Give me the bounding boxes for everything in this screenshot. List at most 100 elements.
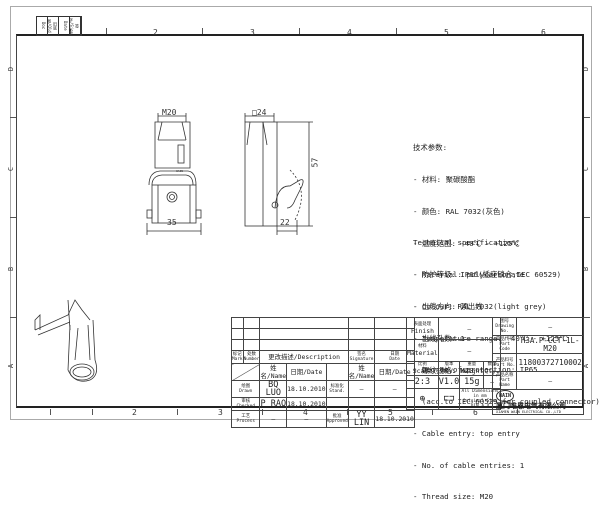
zone-label-top-6: 6 bbox=[541, 28, 546, 37]
weight-value: 15g bbox=[459, 375, 485, 389]
spec-cn-line: - 防护等级: IP65(插座锁合,IEC 60529) bbox=[413, 270, 562, 280]
spec-en-line: - Material: polycarbonate bbox=[413, 269, 525, 279]
spec-cn-line: - 温度范围: -40℃ - +125℃ bbox=[413, 238, 520, 248]
zone-label-bottom-2: 2 bbox=[132, 408, 137, 417]
dimension-22: 22 bbox=[280, 218, 290, 227]
part-name-value: – bbox=[516, 371, 584, 390]
zone-tick bbox=[50, 409, 51, 415]
drawn-date: 18.10.2010 bbox=[286, 380, 327, 398]
process-name: – bbox=[259, 410, 288, 428]
zone-tick bbox=[432, 409, 433, 415]
zone-label-right-c: C bbox=[582, 166, 591, 172]
process-date: – bbox=[286, 410, 327, 428]
zone-tick bbox=[10, 317, 16, 318]
checked-date: 18.10.2010 bbox=[286, 397, 327, 411]
spec-cn-title: 技术参数: bbox=[413, 143, 448, 153]
approved-date: 18.10.2010 bbox=[374, 410, 415, 428]
zone-label-left-d: D bbox=[7, 66, 16, 72]
projection-symbol-icon: ⊕ bbox=[406, 388, 439, 410]
revision-box: 旧底图/Old Doc 签字/Sign Date bbox=[36, 16, 82, 36]
checked-name: P RAO bbox=[259, 397, 288, 411]
zone-tick bbox=[177, 409, 178, 415]
company-name-cn: 厦门唯恩电气有限公司 bbox=[496, 402, 566, 410]
spec-en-title: Technical specification: bbox=[413, 238, 520, 248]
zone-label-top-2: 2 bbox=[153, 28, 158, 37]
company-logo: WAIN bbox=[496, 390, 515, 402]
zone-label-left-b: B bbox=[7, 266, 16, 272]
spec-en-line: - No. of cable entries: 1 bbox=[413, 460, 525, 470]
finish-value: – bbox=[437, 317, 501, 340]
projection-cone-icon: ⊏⊐ bbox=[437, 388, 461, 410]
drawing-no-value: – bbox=[516, 317, 584, 336]
description-header: 更改描述/Description bbox=[259, 350, 349, 364]
spec-cn-line: - 材料: 聚碳酸酯 bbox=[413, 174, 476, 184]
zone-label-top-4: 4 bbox=[347, 28, 352, 37]
spec-cn-line: - 出线方向: 顶出线 bbox=[413, 302, 483, 312]
dimension-square-24: □24 bbox=[252, 108, 267, 117]
old-doc-label: 旧底图/Old Doc bbox=[41, 17, 59, 35]
drawn-name: BQ LUO bbox=[259, 380, 288, 398]
zone-label-bottom-3: 3 bbox=[218, 408, 223, 417]
revision-box-blank-2 bbox=[59, 17, 70, 35]
dimension-35: 35 bbox=[167, 218, 177, 227]
zone-label-bottom-6: 6 bbox=[473, 408, 478, 417]
spec-en-line: - Thread size: M20 bbox=[413, 492, 494, 502]
approved-name: YY LIN bbox=[347, 410, 376, 428]
zone-tick bbox=[396, 28, 397, 34]
side-view-drawing bbox=[244, 113, 313, 235]
zone-tick bbox=[584, 217, 590, 218]
zone-tick bbox=[106, 28, 107, 34]
zone-tick bbox=[10, 217, 16, 218]
zone-label-top-5: 5 bbox=[444, 28, 449, 37]
spec-en-line: - Colour: RAL 7032(light grey) bbox=[413, 301, 547, 311]
name-header-3: 姓名/Name bbox=[347, 363, 376, 381]
zone-tick bbox=[584, 317, 590, 318]
date-header-2: 日期/Date bbox=[286, 363, 327, 381]
zone-tick bbox=[202, 28, 203, 34]
dimension-57: 57 bbox=[310, 157, 320, 168]
spec-cn-line: - 颜色: RAL 7032(灰色) bbox=[413, 206, 505, 216]
company-cell: WAIN 厦门唯恩电气有限公司 XIAMEN WAIN ELECTRICAL C… bbox=[492, 389, 584, 415]
zone-tick bbox=[92, 409, 93, 415]
zone-label-top-1: 1 bbox=[68, 28, 73, 37]
spec-en-line: - Cable entry: top entry bbox=[413, 428, 520, 438]
zone-tick bbox=[584, 117, 590, 118]
stand-name: – bbox=[347, 380, 376, 398]
name-header: 姓名/Name bbox=[259, 363, 288, 381]
front-wain-label: WAIN bbox=[176, 169, 183, 173]
zone-label-right-d: D bbox=[582, 66, 591, 72]
scale-value: 2:3 bbox=[406, 375, 439, 389]
front-view-drawing: WAIN bbox=[146, 113, 202, 235]
zone-tick bbox=[493, 28, 494, 34]
isometric-view-drawing bbox=[34, 299, 98, 382]
diagonal-cell bbox=[230, 363, 261, 381]
zone-tick bbox=[299, 28, 300, 34]
part-code-value: H3A.P-CCT-1L-M20 bbox=[516, 335, 584, 354]
sign-date-label: 签字/Sign Date bbox=[63, 17, 81, 35]
zone-label-top-3: 3 bbox=[250, 28, 255, 37]
part-no-value: 11800372710002 bbox=[516, 353, 584, 372]
zone-label-left-a: A bbox=[7, 363, 16, 369]
rev-value: V1.0 bbox=[437, 375, 461, 389]
company-name-en: XIAMEN WAIN ELECTRICAL CO.,LTD bbox=[496, 410, 561, 414]
material-value: – bbox=[437, 339, 501, 362]
